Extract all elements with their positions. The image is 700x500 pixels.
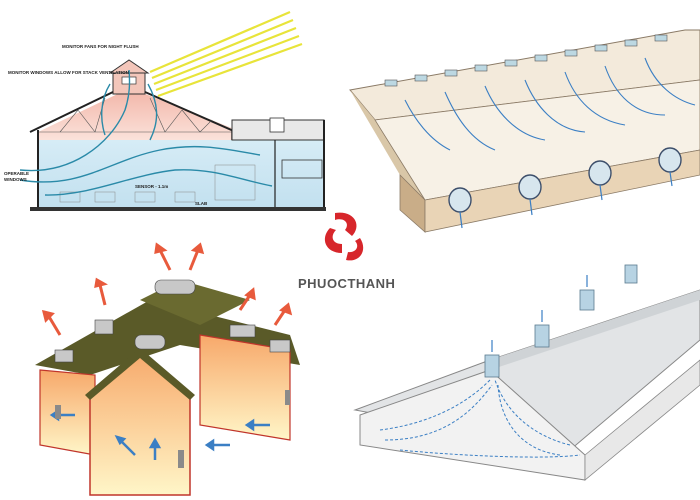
airflow-arrows: [404, 57, 696, 151]
label-monitor-windows: MONITOR WINDOWS ALLOW FOR STACK VENTILAT…: [8, 70, 129, 75]
brand-name: PHUOCTHANH: [298, 276, 395, 291]
label-operable: OPERABLE: [4, 171, 29, 176]
ridge-vents: [384, 34, 668, 87]
label-slab: SLAB: [195, 201, 208, 206]
side-wall-fans: [448, 147, 682, 213]
logo-mark-icon: [324, 212, 364, 261]
sunlight-rays: [149, 10, 303, 98]
gable-barn-ridge-ventilator-diagram: [340, 240, 700, 500]
stack-ventilation-section-diagram: MONITOR FANS FOR NIGHT FLUSH MONITOR WIN…: [0, 0, 345, 225]
label-monitor-fans: MONITOR FANS FOR NIGHT FLUSH: [62, 44, 139, 49]
ridge-ventilators: [484, 264, 638, 378]
cross-building-stack-effect-diagram: [0, 240, 335, 500]
interior-airflow: [379, 379, 581, 458]
label-sensor: SENSOR - 1.1m: [135, 184, 168, 189]
barn-roof-vent-diagram: [345, 0, 700, 240]
airflow-streams: [19, 69, 273, 196]
warm-air-exhaust-arrows: [41, 242, 293, 336]
phuoc-thanh-logo: PHUOCTHANH: [290, 208, 415, 298]
label-windows: WINDOWS: [4, 177, 27, 182]
